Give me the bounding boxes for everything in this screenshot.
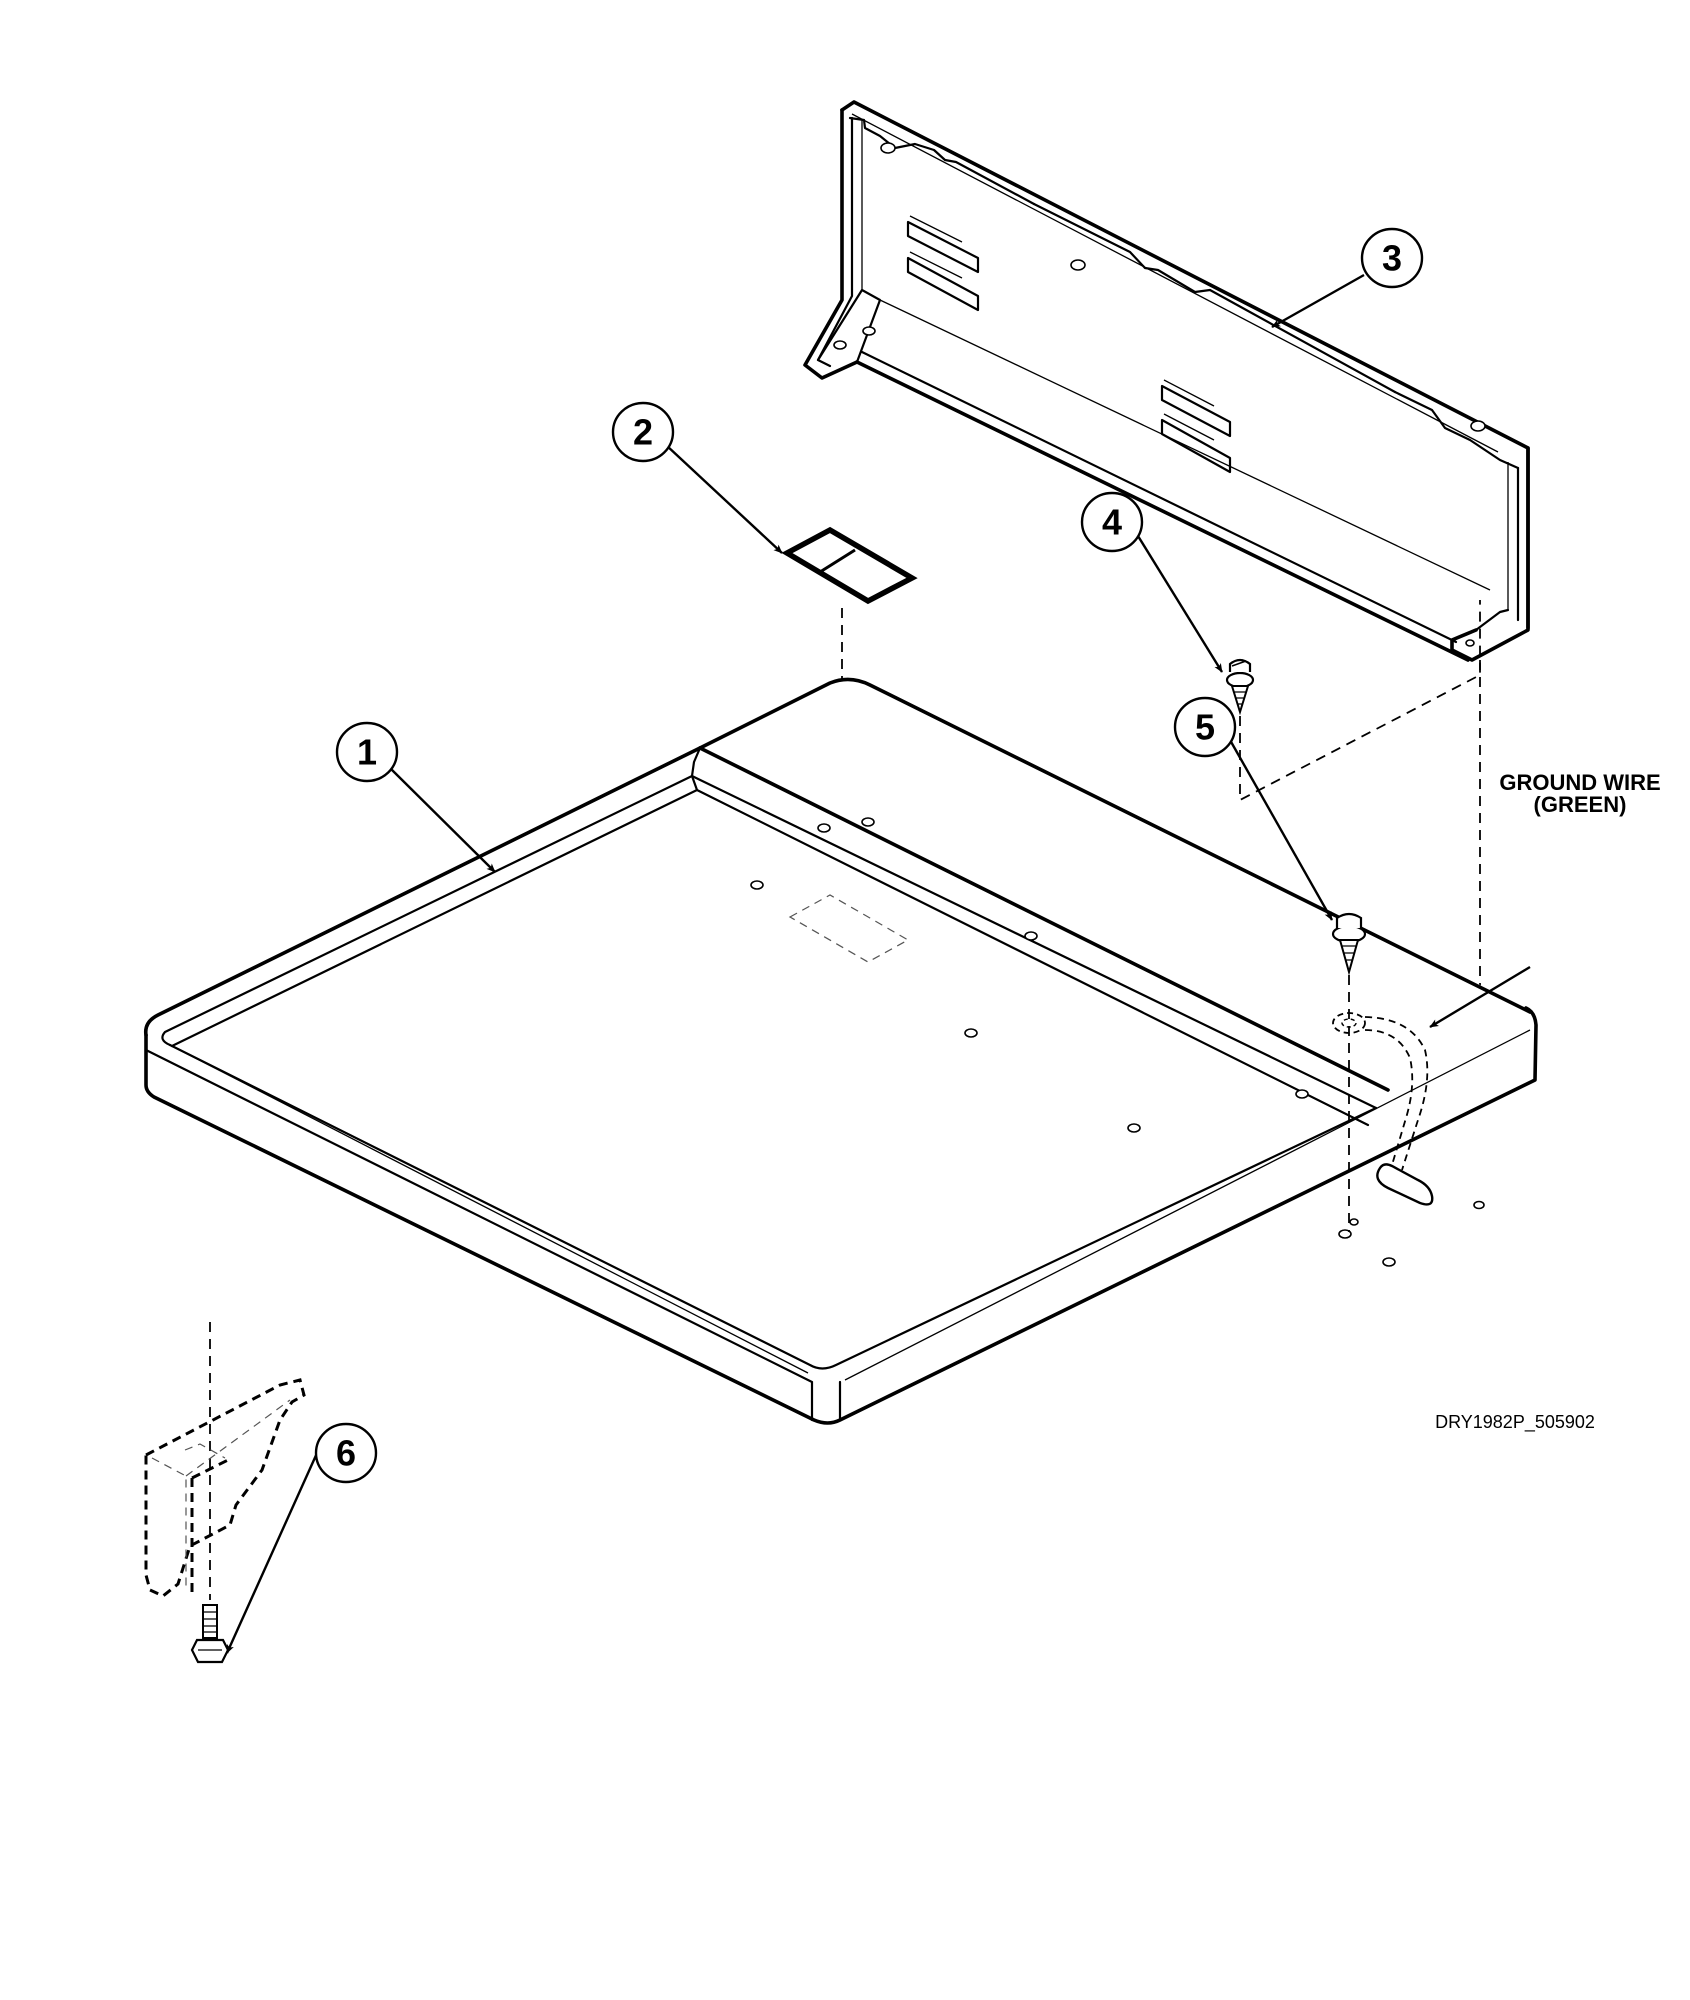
callout-2[interactable]: 2 <box>611 401 675 463</box>
callout-4[interactable]: 4 <box>1080 491 1144 553</box>
ground-wire-label: GROUND WIRE (GREEN) <box>1499 770 1660 817</box>
louvre-vents-right <box>1160 379 1232 474</box>
callout-4-number: 4 <box>1102 502 1122 543</box>
callout-3-number: 3 <box>1382 238 1402 279</box>
callout-6-number: 6 <box>336 1433 356 1474</box>
hinge-bolt-part[interactable] <box>190 1604 230 1664</box>
ground-wire-label-line2: (GREEN) <box>1534 792 1627 817</box>
callout-5-number: 5 <box>1195 707 1215 748</box>
drawing-code: DRY1982P_505902 <box>1435 1412 1595 1433</box>
top-panel-part[interactable] <box>143 677 1538 1425</box>
callout-5[interactable]: 5 <box>1173 696 1237 758</box>
label-pad-part[interactable] <box>781 526 918 605</box>
callout-6[interactable]: 6 <box>314 1422 378 1484</box>
louvre-vents-left <box>906 215 980 312</box>
screw-guide-line <box>1239 600 1481 802</box>
ground-wire-label-line1: GROUND WIRE <box>1499 770 1660 795</box>
backsplash-part[interactable] <box>803 100 1530 662</box>
callout-1-number: 1 <box>357 732 377 773</box>
ground-screw-part[interactable] <box>1331 912 1367 976</box>
callout-1[interactable]: 1 <box>335 721 399 783</box>
callout-2-number: 2 <box>633 412 653 453</box>
ground-wire-part[interactable] <box>1332 1012 1429 1171</box>
callout-leaders <box>225 273 1531 1654</box>
callout-3[interactable]: 3 <box>1360 227 1424 289</box>
hinge-bracket-outline <box>144 1378 306 1598</box>
backsplash-screw-part[interactable] <box>1225 658 1255 716</box>
